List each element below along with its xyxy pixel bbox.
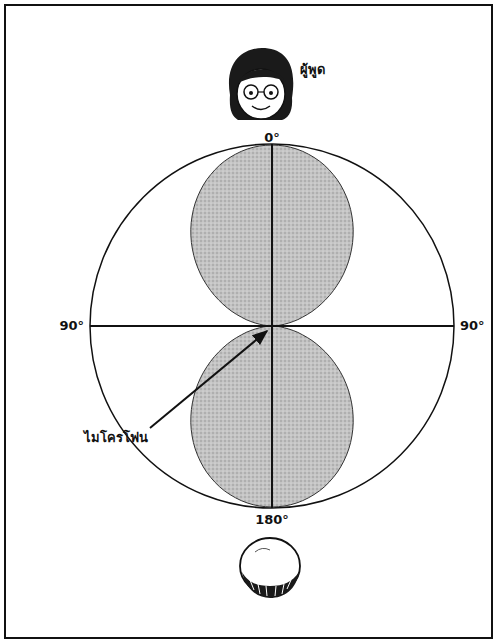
axis-horizontal bbox=[90, 325, 454, 327]
frame bbox=[5, 5, 492, 638]
angle-label: 90° bbox=[59, 318, 84, 334]
microphone-leader bbox=[150, 331, 267, 428]
angle-label: 0° bbox=[264, 130, 280, 146]
listener-back-of-head bbox=[240, 538, 300, 598]
polar-circle bbox=[90, 144, 454, 508]
angle-label: 90° bbox=[460, 318, 485, 334]
speaker-label: ผู้พูด bbox=[300, 62, 325, 78]
microphone-label: ไมโครโฟน bbox=[84, 430, 148, 446]
speaker-face bbox=[229, 48, 293, 120]
angle-label: 180° bbox=[255, 512, 289, 528]
